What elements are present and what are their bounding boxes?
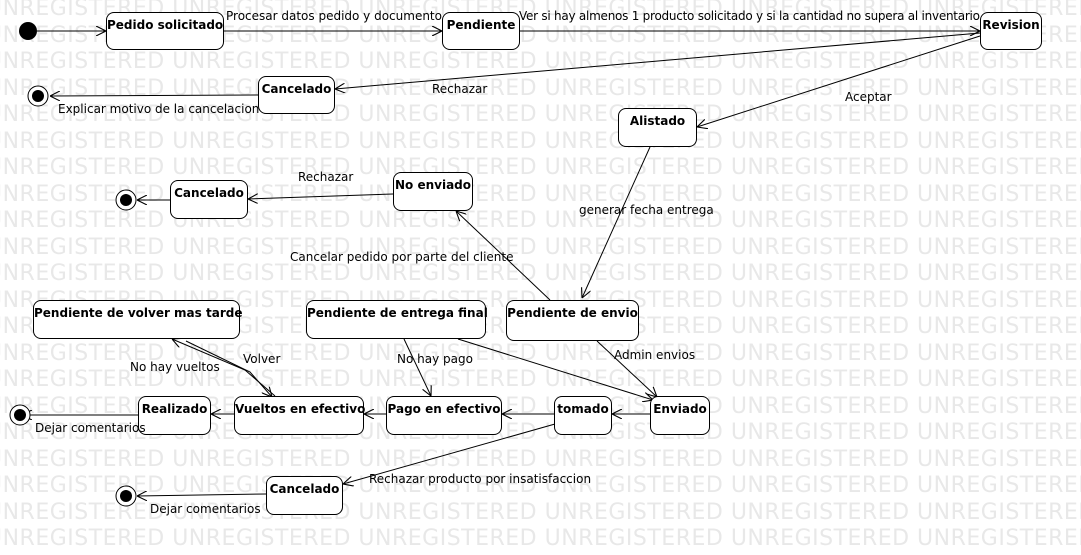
initial-state-dot <box>19 22 37 40</box>
edge-no-hay-vueltos <box>185 340 272 397</box>
state-revision[interactable]: Revision <box>980 12 1042 50</box>
final-state-2 <box>115 189 137 211</box>
edge-explicar <box>50 95 259 96</box>
label-dejar-comentarios-2: Dejar comentarios <box>150 502 261 516</box>
label-admin-envios: Admin envios <box>614 348 696 362</box>
state-pendiente-envio[interactable]: Pendiente de envio <box>506 300 639 341</box>
state-pedido-solicitado[interactable]: Pedido solicitado <box>106 12 224 50</box>
state-no-enviado[interactable]: No enviado <box>393 172 473 211</box>
label-volver: Volver <box>243 352 281 366</box>
edge-cancelar-cliente <box>456 211 551 301</box>
label-ver-si-hay: Ver si hay almenos 1 producto solicitado… <box>519 9 980 23</box>
final-state-1 <box>27 85 49 107</box>
final-state-4 <box>115 485 137 507</box>
final-state-3 <box>9 404 31 426</box>
state-alistado[interactable]: Alistado <box>618 108 697 147</box>
label-rechazar-2: Rechazar <box>298 170 354 184</box>
state-cancelado-3[interactable]: Cancelado <box>266 476 343 515</box>
state-pendiente-volver[interactable]: Pendiente de volver mas tarde <box>33 300 242 339</box>
edge-rechazar-1 <box>335 32 981 89</box>
state-cancelado-1[interactable]: Cancelado <box>258 76 335 114</box>
label-aceptar: Aceptar <box>845 90 892 104</box>
state-tomado[interactable]: tomado <box>554 396 612 435</box>
edge-rechazar-2 <box>248 193 394 199</box>
state-vueltos-efectivo[interactable]: Vueltos en efectivo <box>234 396 365 435</box>
label-generar-fecha: generar fecha entrega <box>579 203 714 217</box>
edge-aceptar <box>697 35 981 127</box>
state-pendiente[interactable]: Pendiente <box>442 12 520 50</box>
label-dejar-comentarios-1: Dejar comentarios <box>35 421 146 435</box>
state-enviado[interactable]: Enviado <box>650 396 710 435</box>
state-cancelado-2[interactable]: Cancelado <box>170 180 248 219</box>
edge-generar-fecha <box>582 146 651 298</box>
label-cancelar-cliente: Cancelar pedido por parte del cliente <box>290 250 514 264</box>
edge-admin-envios <box>596 340 657 397</box>
label-rechazar-insatisfaccion: Rechazar producto por insatisfaccion <box>369 472 592 486</box>
edge-rechazar-insatisfaccion <box>343 423 556 484</box>
edge-no-hay-pago <box>403 338 431 396</box>
label-explicar: Explicar motivo de la cancelacion <box>58 102 260 116</box>
state-pendiente-entrega-final[interactable]: Pendiente de entrega final <box>306 300 488 339</box>
edge-entrega-final-to-enviado <box>457 338 653 400</box>
label-rechazar-1: Rechazar <box>432 82 488 96</box>
edge-dejar-comentarios-2 <box>137 494 267 496</box>
label-procesar: Procesar datos pedido y documento <box>226 9 442 23</box>
label-no-hay-pago: No hay pago <box>397 352 473 366</box>
label-no-hay-vueltos: No hay vueltos <box>130 360 220 374</box>
state-realizado[interactable]: Realizado <box>138 396 211 435</box>
state-pago-efectivo[interactable]: Pago en efectivo <box>386 396 502 435</box>
